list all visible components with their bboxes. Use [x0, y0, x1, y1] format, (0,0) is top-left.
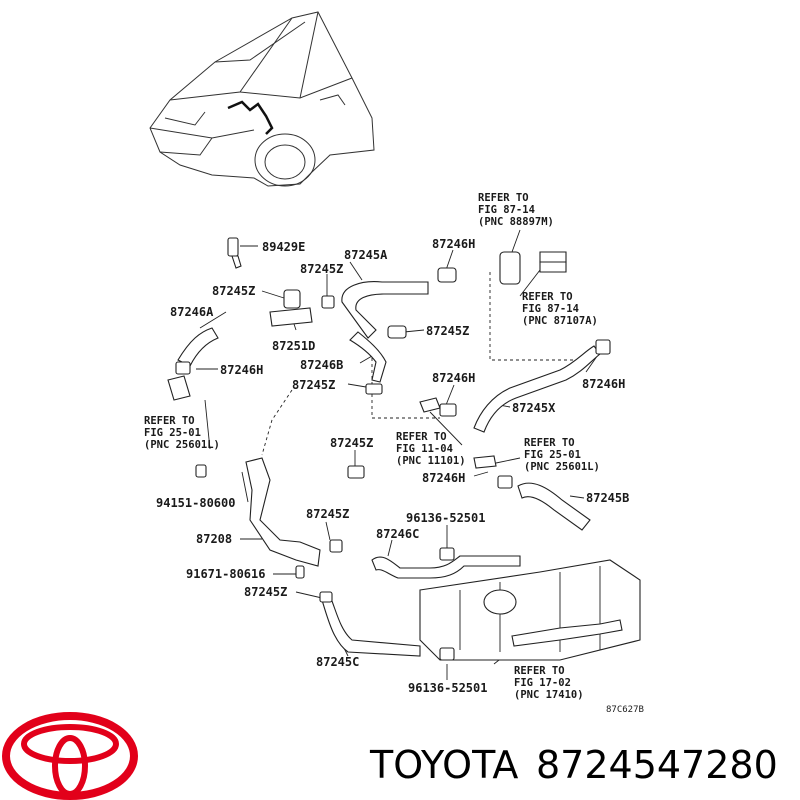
- label-87246B: 87246B: [300, 358, 343, 372]
- diagram-code: 87C627B: [606, 705, 644, 715]
- svg-text:REFER TO: REFER TO: [522, 291, 573, 303]
- label-87245A: 87245A: [344, 248, 388, 262]
- svg-text:REFER TO: REFER TO: [396, 431, 447, 443]
- label-87251D: 87251D: [272, 339, 315, 353]
- svg-text:FIG 25-01: FIG 25-01: [524, 449, 581, 461]
- label-96136-52501-bottom: 96136-52501: [408, 681, 487, 695]
- label-91671-80616: 91671-80616: [186, 567, 265, 581]
- label-87246H-mid: 87246H: [432, 371, 475, 385]
- brand-name: TOYOTA: [369, 743, 518, 787]
- svg-text:FIG 87-14: FIG 87-14: [478, 204, 535, 216]
- svg-text:FIG 25-01: FIG 25-01: [144, 427, 201, 439]
- part-number: 8724547280: [536, 743, 778, 787]
- label-87246A: 87246A: [170, 305, 214, 319]
- label-87245Z-f: 87245Z: [306, 507, 349, 521]
- ref-25-01-25601L-right: REFER TO FIG 25-01 (PNC 25601L): [524, 437, 600, 473]
- toyota-logo: [2, 712, 138, 800]
- ref-17-02-17410: REFER TO FIG 17-02 (PNC 17410): [514, 665, 584, 701]
- label-87245Z-b: 87245Z: [212, 284, 255, 298]
- part-labels: 89429E 87245A 87246H 87245Z 87245Z 87246…: [156, 237, 629, 695]
- label-87245Z-e: 87245Z: [330, 436, 373, 450]
- ref-11-04-11101: REFER TO FIG 11-04 (PNC 11101): [396, 431, 466, 467]
- svg-text:FIG 17-02: FIG 17-02: [514, 677, 571, 689]
- ref-25-01-25601L-left: REFER TO FIG 25-01 (PNC 25601L): [144, 415, 220, 451]
- label-87245Z-c: 87245Z: [426, 324, 469, 338]
- svg-text:(PNC 88897M): (PNC 88897M): [478, 216, 554, 228]
- label-89429E: 89429E: [262, 240, 305, 254]
- label-87245B: 87245B: [586, 491, 629, 505]
- label-94151-80600: 94151-80600: [156, 496, 235, 510]
- car-illustration: [149, 11, 375, 187]
- label-87245Z-a: 87245Z: [300, 262, 343, 276]
- svg-text:(PNC 25601L): (PNC 25601L): [144, 439, 220, 451]
- svg-text:(PNC 25601L): (PNC 25601L): [524, 461, 600, 473]
- svg-text:(PNC 87107A): (PNC 87107A): [522, 315, 598, 327]
- ref-87-14-88897M: REFER TO FIG 87-14 (PNC 88897M): [478, 192, 554, 228]
- svg-text:(PNC 17410): (PNC 17410): [514, 689, 584, 701]
- reference-notes: REFER TO FIG 87-14 (PNC 88897M) REFER TO…: [144, 192, 600, 701]
- parts: [167, 237, 641, 661]
- logo-horizontal-ring: [21, 724, 119, 764]
- label-87245X: 87245X: [512, 401, 556, 415]
- svg-text:FIG 11-04: FIG 11-04: [396, 443, 453, 455]
- label-87246H-low: 87246H: [422, 471, 465, 485]
- label-87245C: 87245C: [316, 655, 359, 669]
- svg-text:(PNC 11101): (PNC 11101): [396, 455, 466, 467]
- label-96136-52501-top: 96136-52501: [406, 511, 485, 525]
- svg-text:FIG 87-14: FIG 87-14: [522, 303, 579, 315]
- label-87245Z-d: 87245Z: [292, 378, 335, 392]
- svg-text:REFER TO: REFER TO: [478, 192, 529, 204]
- label-87208: 87208: [196, 532, 232, 546]
- label-87246H-top: 87246H: [432, 237, 475, 251]
- label-87246C: 87246C: [376, 527, 419, 541]
- ref-87-14-87107A: REFER TO FIG 87-14 (PNC 87107A): [522, 291, 598, 327]
- svg-text:REFER TO: REFER TO: [524, 437, 575, 449]
- label-87246H-left: 87246H: [220, 363, 263, 377]
- logo-vertical-ring: [52, 735, 88, 797]
- svg-text:REFER TO: REFER TO: [514, 665, 565, 677]
- svg-text:REFER TO: REFER TO: [144, 415, 195, 427]
- label-87246H-right: 87246H: [582, 377, 625, 391]
- label-87245Z-g: 87245Z: [244, 585, 287, 599]
